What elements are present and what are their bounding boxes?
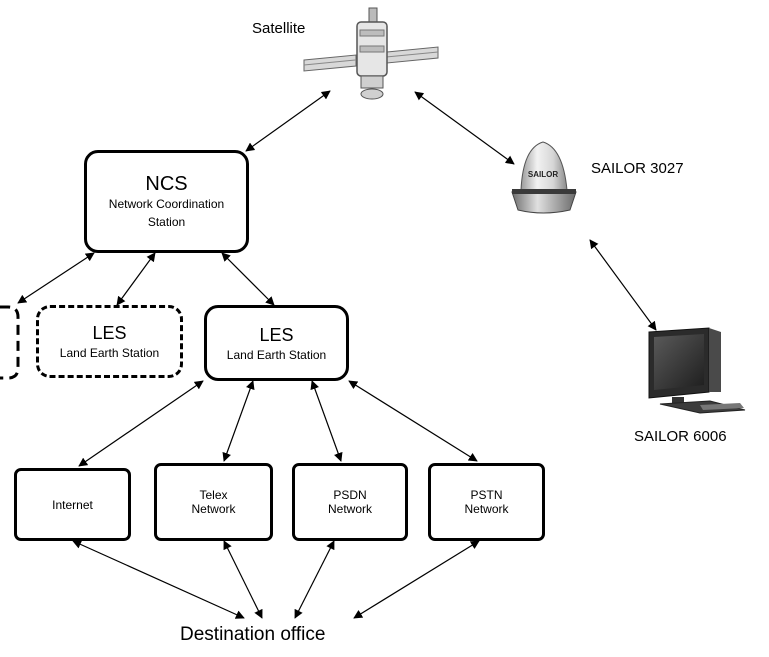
link-les-internet: [78, 380, 204, 467]
link-les-telex: [222, 380, 255, 462]
les-box: LES Land Earth Station: [204, 305, 349, 381]
network-label: Telex Network: [191, 488, 236, 516]
sailor-6006-monitor-icon: [648, 327, 746, 414]
sailor-6006-label: SAILOR 6006: [634, 428, 727, 445]
network-box-psdn: PSDN Network: [292, 463, 408, 541]
link-pstn-destination: [353, 540, 480, 619]
les-subtitle: Land Earth Station: [226, 347, 327, 362]
network-label: PSDN Network: [327, 488, 372, 516]
link-ncs-les: [221, 252, 275, 306]
network-box-internet: Internet: [14, 468, 131, 541]
link-ncs-les-dashed: [116, 252, 156, 306]
satellite-icon: [303, 7, 439, 100]
terminal-dome-text: SAILOR: [528, 170, 558, 179]
sailor-3027-terminal-icon: SAILOR: [511, 141, 577, 214]
les-dashed-box: LES Land Earth Station: [36, 305, 183, 378]
satellite-label: Satellite: [252, 20, 306, 37]
link-les-psdn: [310, 380, 343, 462]
ncs-subtitle: Network Coordination Station: [108, 196, 225, 229]
link-psdn-destination: [294, 540, 335, 619]
offscreen-station-box: [0, 305, 20, 380]
link-les-pstn: [348, 380, 478, 462]
destination-office-label: Destination office: [180, 624, 326, 645]
link-telex-destination: [223, 540, 263, 619]
link-ncs-offscreen: [17, 252, 95, 304]
ncs-box: NCS Network Coordination Station: [84, 150, 249, 253]
network-label: PSTN Network: [464, 488, 509, 516]
les-dashed-subtitle: Land Earth Station: [59, 346, 160, 360]
ncs-title: NCS: [145, 172, 188, 195]
network-box-telex: Telex Network: [154, 463, 273, 541]
les-title: LES: [259, 324, 294, 345]
sailor-3027-label: SAILOR 3027: [591, 160, 684, 177]
connectors: [17, 90, 657, 619]
link-satellite-terminal: [414, 91, 515, 165]
les-dashed-title: LES: [92, 323, 127, 343]
link-internet-destination: [72, 540, 245, 619]
link-satellite-ncs: [245, 90, 331, 152]
network-box-pstn: PSTN Network: [428, 463, 545, 541]
link-terminal-monitor: [589, 239, 657, 331]
network-label: Internet: [52, 497, 93, 512]
